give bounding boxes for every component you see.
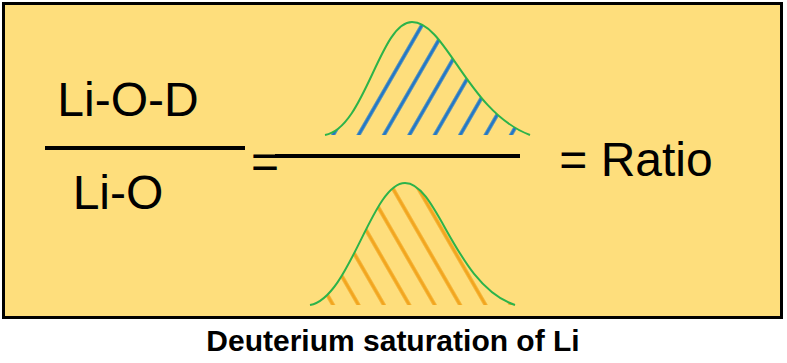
formula-panel: Li-O-D Li-O = = Ratio	[2, 2, 783, 319]
orange-peak-outline	[310, 183, 515, 305]
caption: Deuterium saturation of Li	[206, 326, 579, 356]
formula-text: Li-O-D	[57, 76, 198, 124]
formula-text: = Ratio	[559, 136, 712, 184]
blue-peak-fill	[325, 22, 530, 135]
formula-text: =	[251, 138, 279, 186]
blue-peak-outline	[325, 22, 530, 135]
orange-peak-fill	[310, 183, 515, 305]
fraction-bar	[45, 146, 245, 150]
formula-text: Li-O	[73, 169, 164, 217]
fraction-bar	[275, 154, 520, 158]
